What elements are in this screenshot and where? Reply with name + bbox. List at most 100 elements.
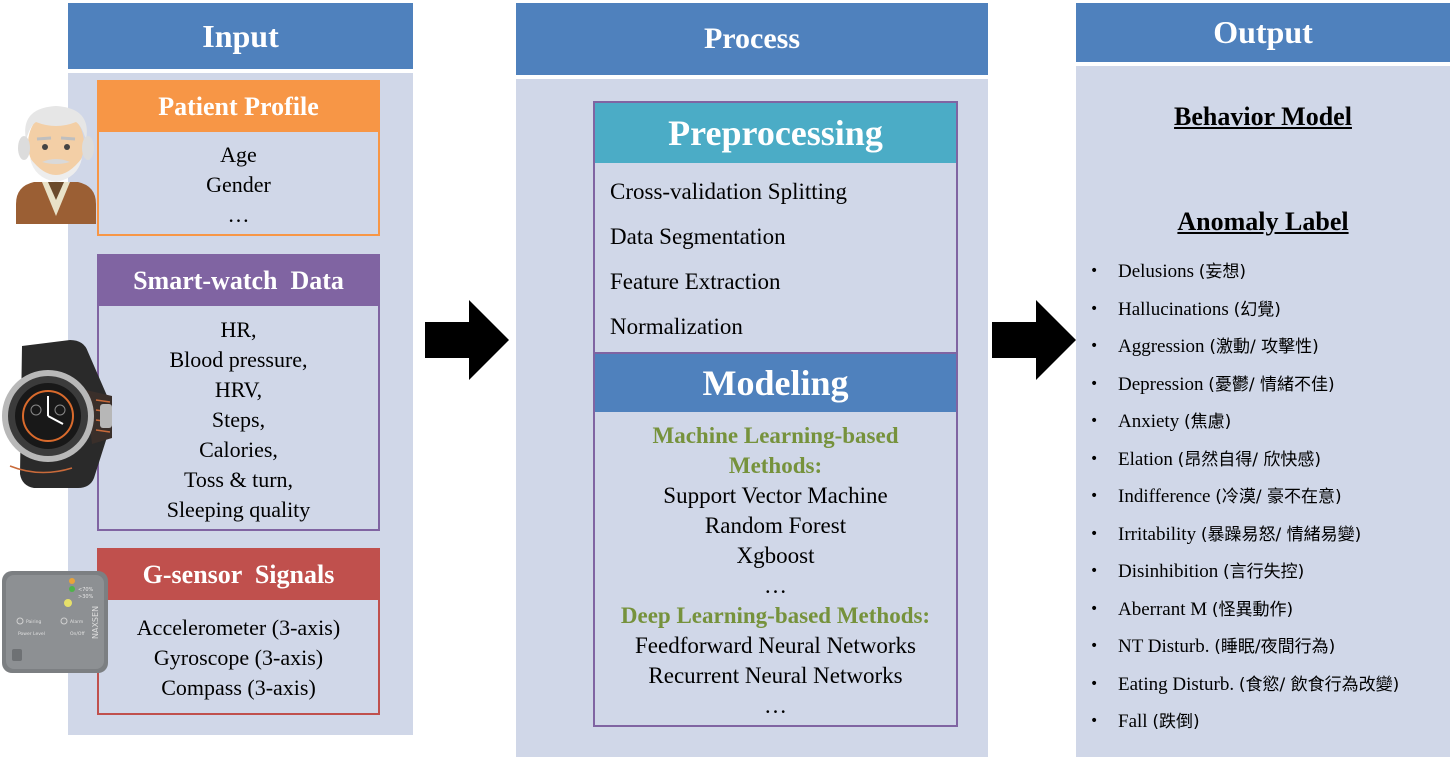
battery-label-high: >30% — [78, 594, 94, 600]
output-panel — [1076, 3, 1450, 757]
g-sensor-title-text: G-sensor Signals — [142, 560, 335, 589]
list-item: Blood pressure, — [169, 347, 308, 372]
bullet-icon: • — [1090, 450, 1099, 467]
ml-methods-heading: Machine Learning-based — [652, 423, 899, 448]
battery-label-low: <70% — [78, 587, 94, 593]
list-item: Data Segmentation — [610, 224, 786, 249]
output-content: Behavior Model Anomaly Label •Delusions … — [1076, 66, 1450, 756]
preprocessing-title: Preprocessing — [595, 103, 956, 163]
anomaly-chinese-name: (幻覺) — [1233, 299, 1281, 320]
modeling-title: Modeling — [595, 354, 956, 412]
patient-profile-title-text: Patient Profile — [158, 92, 319, 121]
list-item: Toss & turn, — [183, 467, 294, 492]
bullet-icon: • — [1090, 413, 1099, 429]
list-item: Sleeping quality — [166, 497, 311, 522]
output-header: Output — [1076, 3, 1450, 66]
anomaly-label-heading: Anomaly Label — [1177, 207, 1349, 236]
preprocessing-title-text: Preprocessing — [668, 113, 883, 153]
list-item: HRV, — [214, 377, 263, 402]
process-header: Process — [516, 3, 988, 79]
modeling-box: Modeling Machine Learning-based Methods:… — [593, 352, 958, 727]
list-item: Feedforward Neural Networks — [634, 633, 916, 658]
preprocessing-box: Preprocessing Cross-validation Splitting… — [593, 101, 958, 352]
power-level-label: Power Level — [18, 631, 45, 637]
anomaly-name: Elation — [1118, 448, 1178, 470]
bullet-icon: • — [1090, 713, 1099, 729]
anomaly-name: Delusions — [1118, 261, 1199, 282]
anomaly-item: •Disinhibition (言行失控) — [1090, 557, 1304, 583]
anomaly-name: Indifference — [1118, 486, 1216, 507]
anomaly-name: Eating Disturb. — [1118, 673, 1239, 695]
anomaly-chinese-name: (怪異動作) — [1211, 599, 1294, 620]
anomaly-chinese-name: (昂然自得/ 欣快感) — [1177, 449, 1322, 470]
anomaly-name: Aggression — [1118, 336, 1210, 357]
anomaly-chinese-name: (暴躁易怒/ 情緒易變) — [1200, 524, 1362, 545]
ml-methods-heading-cont: Methods: — [728, 453, 823, 478]
bullet-icon: • — [1090, 488, 1099, 504]
list-item: Random Forest — [704, 513, 847, 538]
list-item: HR, — [220, 317, 257, 342]
anomaly-item: • Depression (憂鬱/ 情緒不佳) — [1090, 370, 1335, 396]
list-item: Calories, — [199, 437, 278, 462]
anomaly-item: •Delusions (妄想) — [1090, 257, 1246, 283]
device-brand: NAXSEN — [91, 606, 100, 639]
anomaly-item: •Eating Disturb. (食慾/ 飲食行為改變) — [1090, 670, 1399, 696]
g-sensor-device-icon: <70% >30% NAXSEN Pairing Power Level Ala… — [2, 571, 108, 673]
anomaly-chinese-name: (食慾/ 飲食行為改變) — [1238, 674, 1400, 695]
process-header-label: Process — [703, 22, 801, 55]
list-item: … — [227, 202, 250, 227]
anomaly-name: Depression — [1118, 373, 1209, 395]
anomaly-chinese-name: (睡眠/夜間行為) — [1214, 637, 1336, 657]
behavior-model-heading: Behavior Model — [1174, 102, 1352, 131]
bullet-icon: • — [1090, 638, 1099, 654]
anomaly-chinese-name: (憂鬱/ 情緒不佳) — [1208, 374, 1335, 395]
anomaly-name: NT Disturb. — [1118, 636, 1215, 657]
bullet-icon: • — [1090, 338, 1099, 354]
list-item: Recurrent Neural Networks — [648, 663, 903, 688]
smartwatch-data-list: HR, Blood pressure, HRV, Steps, Calories… — [99, 306, 378, 525]
anomaly-item: • Irritability (暴躁易怒/ 情緒易變) — [1090, 520, 1361, 546]
anomaly-name: Anxiety — [1118, 411, 1184, 432]
anomaly-name: Irritability — [1118, 523, 1201, 545]
patient-profile-title: Patient Profile — [99, 82, 378, 132]
smartwatch-data-title: Smart-watch Data — [99, 256, 378, 306]
g-sensor-list: Accelerometer (3-axis) Gyroscope (3-axis… — [99, 600, 378, 703]
anomaly-item: • NT Disturb. (睡眠/夜間行為) — [1090, 632, 1335, 658]
pairing-label: Pairing — [26, 619, 41, 625]
anomaly-chinese-name: (跌倒) — [1152, 712, 1200, 732]
list-item: Feature Extraction — [610, 269, 781, 294]
smartwatch-data-title-text: Smart-watch Data — [133, 266, 344, 295]
input-header: Input — [68, 3, 413, 73]
anomaly-item: • Indifference (冷漠/ 豪不在意) — [1090, 482, 1342, 508]
anomaly-item: • Anxiety (焦慮) — [1090, 407, 1231, 433]
patient-profile-list: Age Gender … — [99, 132, 378, 230]
list-item: Xgboost — [736, 543, 815, 568]
bullet-icon: • — [1090, 300, 1099, 317]
list-item: Support Vector Machine — [663, 483, 888, 508]
g-sensor-title: G-sensor Signals — [99, 550, 378, 600]
right-arrow-icon — [992, 300, 1076, 380]
anomaly-item: •Aberrant M (怪異動作) — [1090, 595, 1293, 621]
anomaly-chinese-name: (焦慮) — [1183, 412, 1232, 432]
bullet-icon: • — [1090, 525, 1099, 542]
bullet-icon: • — [1090, 600, 1099, 617]
right-arrow-icon — [425, 300, 509, 380]
bullet-icon: • — [1090, 263, 1099, 279]
anomaly-name: Hallucinations — [1118, 298, 1234, 320]
list-item: … — [764, 573, 787, 598]
list-item: Steps, — [211, 407, 266, 432]
output-header-label: Output — [1213, 14, 1313, 50]
dl-methods-heading: Deep Learning-based Methods: — [620, 603, 931, 628]
anomaly-item: •Fall (跌倒) — [1090, 707, 1200, 733]
input-header-label: Input — [202, 17, 279, 54]
anomaly-name: Disinhibition — [1118, 561, 1224, 582]
smartwatch-icon — [2, 340, 112, 488]
list-item: Gyroscope (3-axis) — [153, 645, 324, 670]
list-item: Cross-validation Splitting — [610, 179, 848, 204]
g-sensor-box: G-sensor Signals Accelerometer (3-axis) … — [97, 548, 380, 715]
bullet-icon: • — [1090, 375, 1099, 392]
elderly-person-icon — [16, 106, 96, 224]
bullet-icon: • — [1090, 563, 1099, 579]
anomaly-chinese-name: (冷漠/ 豪不在意) — [1215, 487, 1342, 507]
list-item: … — [764, 693, 787, 718]
